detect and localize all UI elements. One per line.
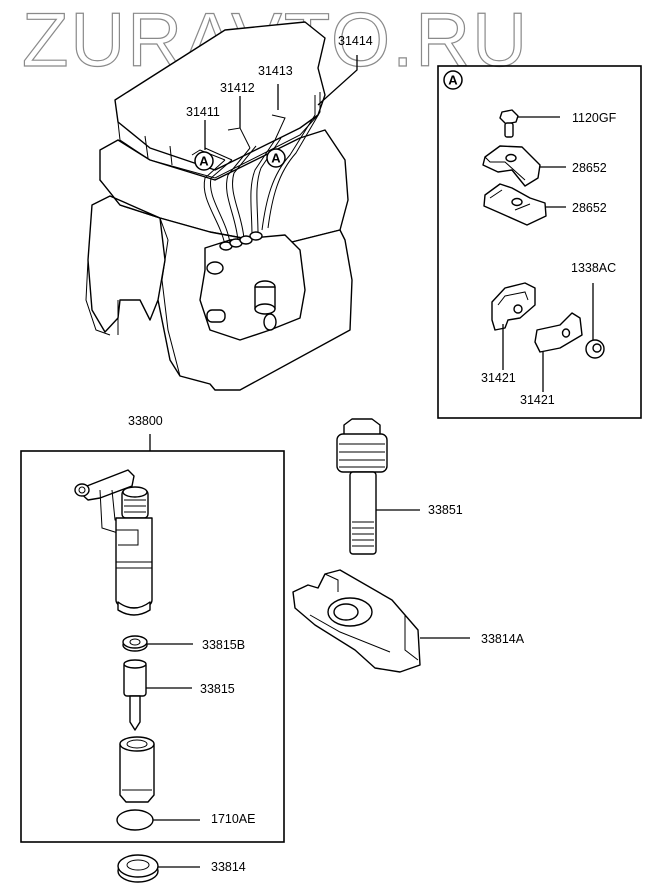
clamp-33814a-icon [292,569,421,673]
label-1710ae: 1710AE [211,812,255,826]
label-33815: 33815 [200,682,235,696]
label-28652-lower: 28652 [572,201,607,215]
label-1120gf: 1120GF [572,111,617,125]
injector-body-icon [74,469,153,616]
label-33815b: 33815B [202,638,245,652]
detail-a-title-marker [443,70,463,90]
detail-a-box: A 1120GF 28652 28652 1338AC [437,65,642,419]
bolt-33851-icon [336,418,388,555]
detail-a-marker-left [194,151,214,171]
svg-text:A: A [448,73,458,88]
svg-text:A: A [199,154,209,169]
label-31421-left: 31421 [481,371,516,385]
bracket-right-31421-icon [534,312,583,353]
nozzle-33815-icon [123,659,147,731]
label-28652-upper: 28652 [572,161,607,175]
clamp-upper-28652-icon [482,145,541,187]
gasket-33814-icon [117,854,159,883]
engine-illustration: A A [85,21,353,391]
label-33800: 33800 [128,414,163,428]
injector-assembly-box [20,450,285,843]
clamp-lower-28652-icon [483,183,547,226]
bolt-1120gf-icon [499,109,519,138]
label-31411: 31411 [186,105,220,119]
label-33814a: 33814A [481,632,525,646]
seal-1710ae-icon [116,809,154,831]
label-33851: 33851 [428,503,463,517]
label-31414: 31414 [338,34,373,48]
svg-text:A: A [271,151,281,166]
nozzle-nut-icon [119,736,155,803]
label-1338ac: 1338AC [571,261,616,275]
washer-33815b-icon [122,635,148,652]
nut-1338ac-icon [585,339,605,359]
label-33814: 33814 [211,860,246,874]
detail-a-marker-right [266,148,286,168]
label-31421-right: 31421 [520,393,555,407]
label-31412: 31412 [220,81,255,95]
bracket-left-31421-icon [491,282,536,331]
label-31413: 31413 [258,64,293,78]
